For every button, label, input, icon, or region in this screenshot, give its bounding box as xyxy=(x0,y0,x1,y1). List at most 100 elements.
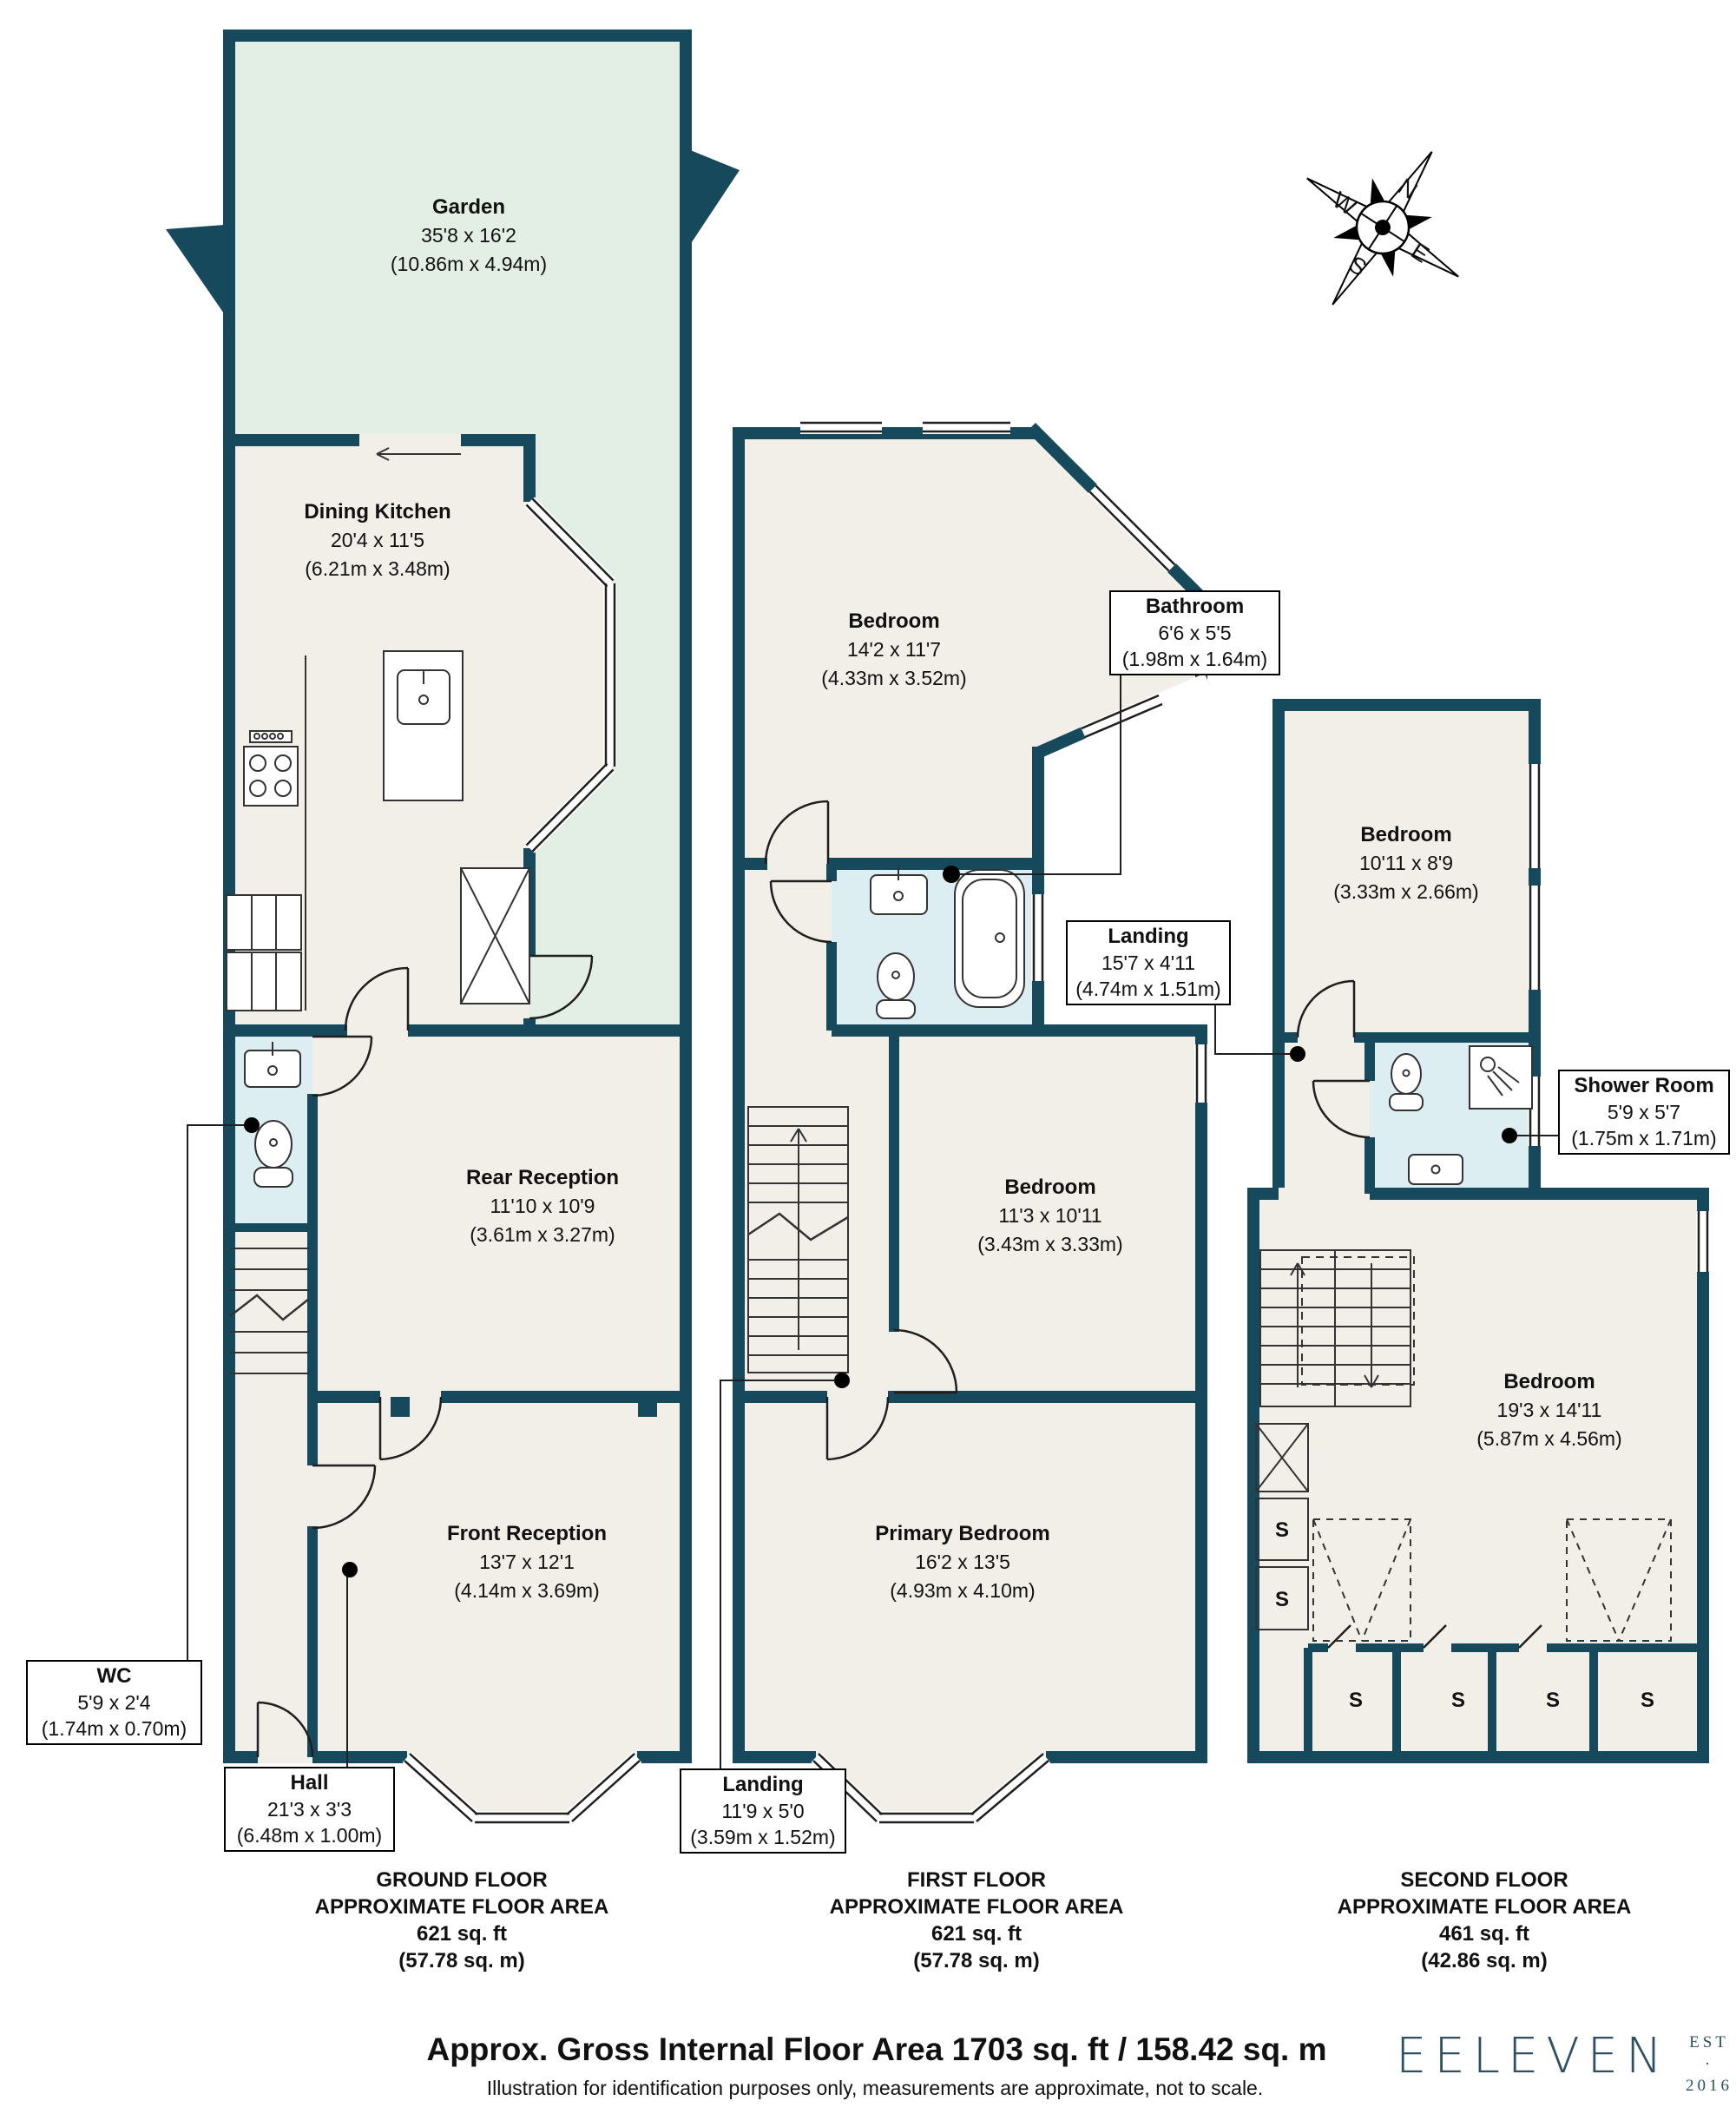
ff-bedroom-top-label: Bedroom 14'2 x 11'7 (4.33m x 3.52m) xyxy=(821,607,966,693)
room-imperial: 21'3 x 3'3 xyxy=(266,1798,352,1821)
walls xyxy=(223,30,1709,1763)
door-arcs xyxy=(256,800,1542,1758)
sf-bedroom-small-label: Bedroom 10'11 x 8'9 (3.33m x 2.66m) xyxy=(1333,820,1478,906)
room-imperial: 5'9 x 5'7 xyxy=(1607,1101,1681,1123)
hall-label: Hall 21'3 x 3'3 (6.48m x 1.00m) xyxy=(224,1767,395,1852)
first-floor-area xyxy=(733,427,1207,1763)
eeleven-est-badge: EST · 2016 xyxy=(1686,2032,1733,2097)
floor-sqm: (42.86 sq. m) xyxy=(1421,1949,1548,1972)
floor-name: GROUND FLOOR xyxy=(376,1868,548,1892)
room-name: WC xyxy=(96,1664,132,1688)
storage-s-6: S xyxy=(1641,1689,1654,1712)
room-imperial: 15'7 x 4'11 xyxy=(1101,952,1196,974)
floor-sqm: (57.78 sq. m) xyxy=(398,1949,525,1972)
primary-bedroom-label: Primary Bedroom 16'2 x 13'5 (4.93m x 4.1… xyxy=(875,1519,1049,1605)
room-name: Front Reception xyxy=(447,1522,607,1545)
garden-notches xyxy=(166,146,740,330)
room-metric: (4.14m x 3.69m) xyxy=(454,1579,600,1602)
room-name: Bedroom xyxy=(848,609,940,633)
room-imperial: 19'3 x 14'11 xyxy=(1496,1399,1602,1421)
floor-name: SECOND FLOOR xyxy=(1400,1868,1568,1892)
kitchen-island xyxy=(383,650,464,801)
room-name: Landing xyxy=(722,1773,804,1796)
sf-bedroom-large-label: Bedroom 19'3 x 14'11 (5.87m x 4.56m) xyxy=(1476,1367,1621,1453)
room-name: Bedroom xyxy=(1360,823,1452,846)
room-imperial: 13'7 x 12'1 xyxy=(479,1551,575,1573)
est-year: 2016 xyxy=(1686,2077,1733,2095)
shower-room-fixtures xyxy=(1389,1045,1533,1185)
room-name: Bathroom xyxy=(1145,595,1245,618)
room-metric: (6.48m x 1.00m) xyxy=(236,1824,383,1847)
first-floor-stairs xyxy=(747,1106,849,1373)
room-metric: (4.74m x 1.51m) xyxy=(1075,978,1221,1000)
bathtub-icon xyxy=(954,869,1025,1008)
ground-floor-area xyxy=(224,434,692,1763)
room-name: Garden xyxy=(431,195,506,219)
room-metric: (10.86m x 4.94m) xyxy=(390,253,548,275)
rear-reception-label: Rear Reception 11'10 x 10'9 (3.61m x 3.2… xyxy=(466,1163,619,1249)
sf-toilet-icon xyxy=(1389,1053,1424,1111)
floor-sqft: 621 sq. ft xyxy=(416,1922,508,1946)
kitchen-door-arrow xyxy=(376,447,461,461)
sf-landing-label: Landing 15'7 x 4'11 (4.74m x 1.51m) xyxy=(1066,920,1231,1005)
room-metric: (4.93m x 4.10m) xyxy=(890,1579,1036,1602)
room-name: Bedroom xyxy=(1503,1370,1595,1393)
room-metric: (1.74m x 0.70m) xyxy=(41,1717,187,1740)
garden-label: Garden 35'8 x 16'2 (10.86m x 4.94m) xyxy=(391,193,547,279)
windows xyxy=(402,420,1710,1825)
floor-name: FIRST FLOOR xyxy=(907,1868,1046,1892)
room-metric: (1.98m x 1.64m) xyxy=(1121,648,1268,670)
room-metric: (3.59m x 1.52m) xyxy=(690,1826,836,1848)
room-metric: (4.33m x 3.52m) xyxy=(821,667,967,689)
bathroom-label: Bathroom 6'6 x 5'5 (1.98m x 1.64m) xyxy=(1109,590,1280,675)
room-imperial: 5'9 x 2'4 xyxy=(77,1691,151,1714)
floor-sqft: 461 sq. ft xyxy=(1438,1922,1530,1946)
hob-icon xyxy=(243,730,299,807)
storage-s-5: S xyxy=(1546,1689,1560,1712)
room-metric: (3.33m x 2.66m) xyxy=(1333,880,1479,903)
room-name: Rear Reception xyxy=(465,1166,620,1189)
shower-icon xyxy=(1469,1045,1533,1110)
room-imperial: 20'4 x 11'5 xyxy=(330,529,425,551)
bathroom-fixtures xyxy=(870,865,1025,1019)
gross-area-title: Approx. Gross Internal Floor Area 1703 s… xyxy=(426,2032,1327,2067)
eeleven-logo: EELEVEN xyxy=(1396,2028,1670,2084)
room-imperial: 14'2 x 11'7 xyxy=(846,638,942,661)
leader-dots xyxy=(244,866,1517,1577)
first-floor-caption: FIRST FLOOR APPROXIMATE FLOOR AREA 621 s… xyxy=(830,1867,1124,1974)
wc-sink-icon xyxy=(244,1042,301,1088)
room-imperial: 10'11 x 8'9 xyxy=(1358,852,1454,874)
storage-closets xyxy=(1255,1423,1672,1642)
room-metric: (5.87m x 4.56m) xyxy=(1476,1427,1622,1450)
kitchen-units xyxy=(226,867,530,1011)
room-name: Primary Bedroom xyxy=(875,1522,1050,1545)
room-metric: (6.21m x 3.48m) xyxy=(305,557,450,580)
ff-bedroom-mid-label: Bedroom 11'3 x 10'11 (3.43m x 3.33m) xyxy=(977,1173,1122,1259)
dining-kitchen-label: Dining Kitchen 20'4 x 11'5 (6.21m x 3.48… xyxy=(304,497,450,583)
compass-icon: N E S W xyxy=(1306,151,1459,306)
room-imperial: 11'3 x 10'11 xyxy=(998,1204,1102,1227)
room-imperial: 11'10 x 10'9 xyxy=(490,1195,595,1217)
room-metric: (3.61m x 3.27m) xyxy=(470,1223,615,1246)
room-metric: (1.75m x 1.71m) xyxy=(1571,1127,1717,1149)
second-floor-stairs xyxy=(1259,1249,1415,1407)
room-imperial: 11'9 x 5'0 xyxy=(721,1800,805,1822)
floor-sqm: (57.78 sq. m) xyxy=(913,1949,1040,1972)
est-label: EST xyxy=(1689,2033,1729,2051)
storage-s-2: S xyxy=(1275,1588,1289,1611)
room-name: Shower Room xyxy=(1574,1074,1714,1097)
shower-room-label: Shower Room 5'9 x 5'7 (1.75m x 1.71m) xyxy=(1558,1070,1730,1155)
kitchen-fixtures xyxy=(226,447,530,1011)
second-floor-caption: SECOND FLOOR APPROXIMATE FLOOR AREA 461 … xyxy=(1338,1867,1632,1974)
floor-area-label: APPROXIMATE FLOOR AREA xyxy=(1337,1895,1632,1919)
room-name: Bedroom xyxy=(1004,1176,1096,1199)
floor-sqft: 621 sq. ft xyxy=(930,1922,1023,1946)
storage-s-4: S xyxy=(1451,1689,1465,1712)
wc-label: WC 5'9 x 2'4 (1.74m x 0.70m) xyxy=(26,1660,202,1745)
garden-area xyxy=(224,30,692,1031)
room-name: Hall xyxy=(290,1771,329,1795)
floor-area-label: APPROXIMATE FLOOR AREA xyxy=(829,1895,1124,1919)
room-imperial: 35'8 x 16'2 xyxy=(421,224,516,247)
